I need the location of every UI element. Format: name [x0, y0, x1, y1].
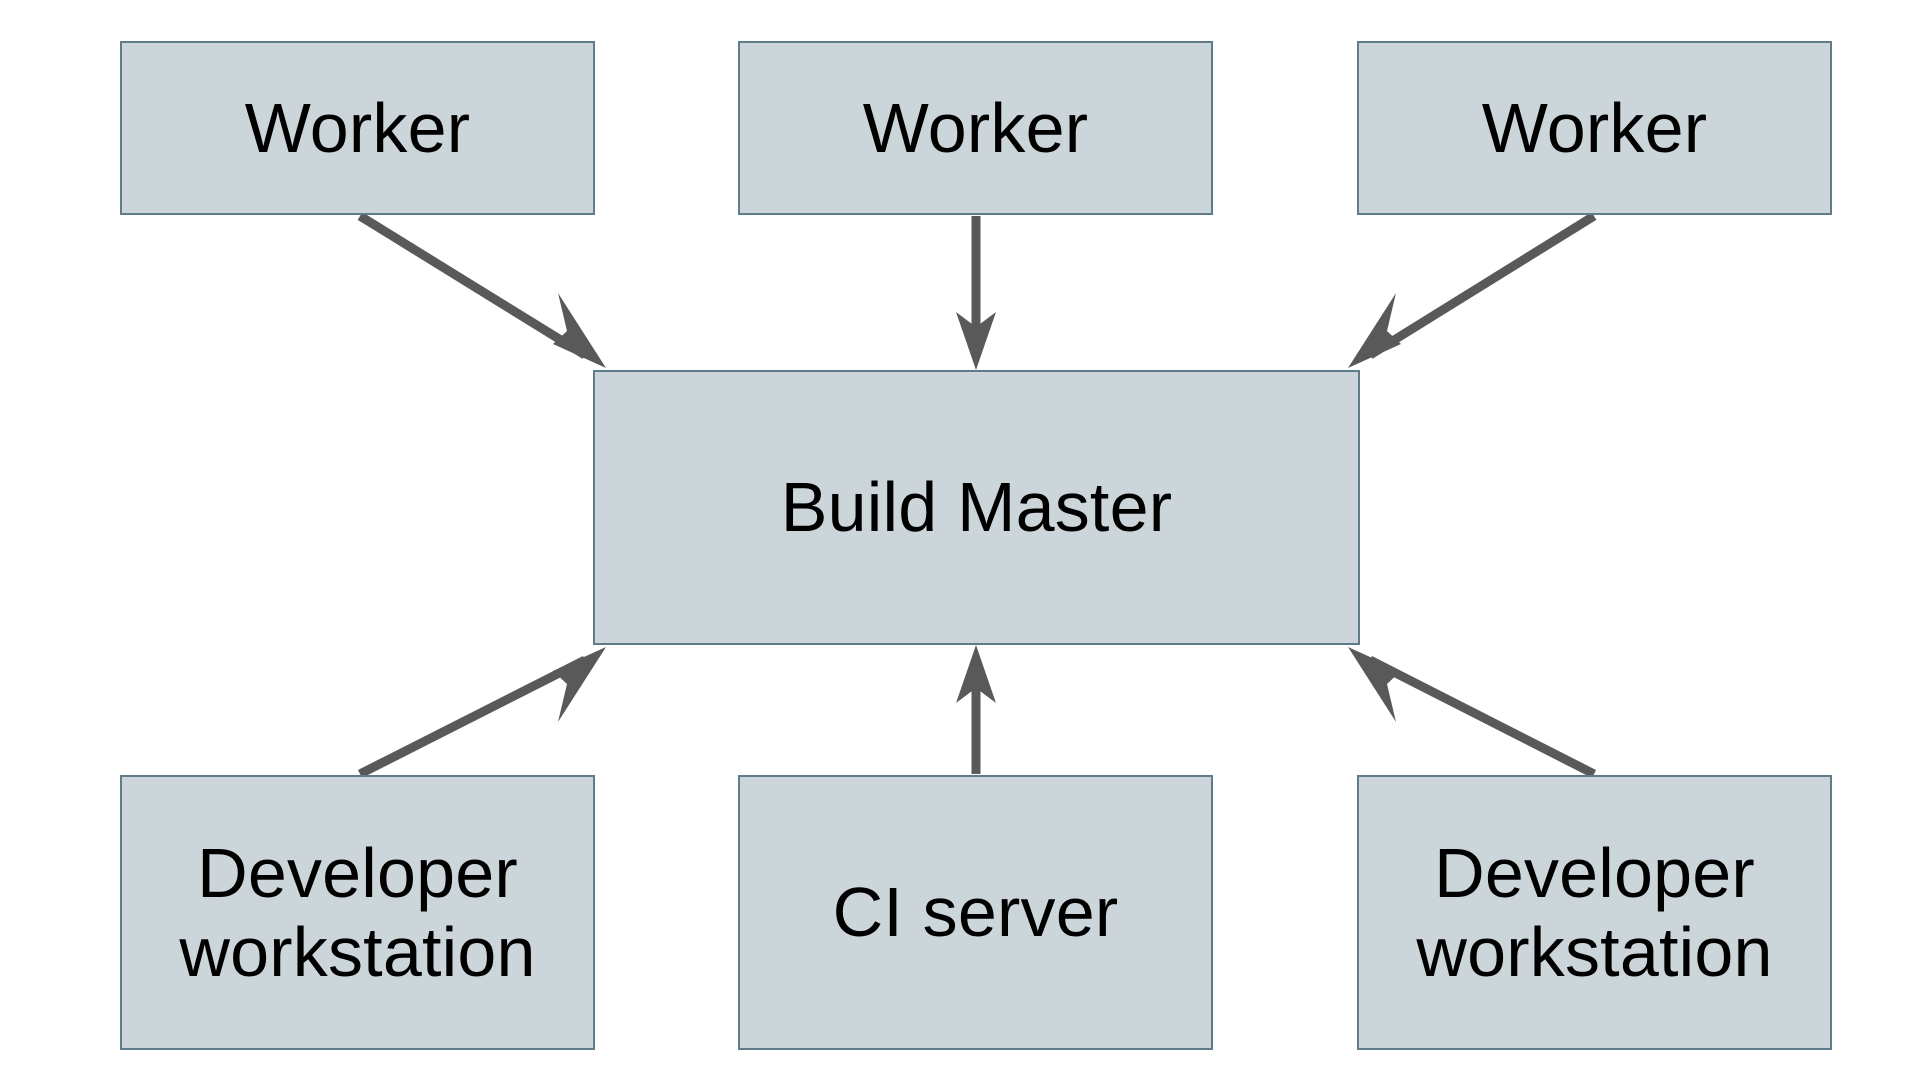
node-ci-server[interactable]: CI server: [738, 775, 1213, 1050]
node-ci-server-label: CI server: [832, 873, 1119, 952]
edge-worker-1-to-build-master: [357, 212, 606, 368]
node-worker-3-label: Worker: [1481, 88, 1708, 167]
node-dev-workstation-right[interactable]: Developer workstation: [1357, 775, 1832, 1050]
node-worker-2[interactable]: Worker: [738, 41, 1213, 215]
node-worker-3[interactable]: Worker: [1357, 41, 1832, 215]
edge-worker-2-to-build-master: [956, 216, 996, 370]
node-build-master-label: Build Master: [780, 468, 1173, 547]
node-worker-1[interactable]: Worker: [120, 41, 595, 215]
node-build-master[interactable]: Build Master: [593, 370, 1360, 645]
edge-ci-server-to-build-master: [956, 645, 996, 774]
node-worker-1-label: Worker: [244, 88, 471, 167]
node-worker-2-label: Worker: [862, 88, 1089, 167]
node-dev-workstation-right-label: Developer workstation: [1416, 834, 1773, 991]
edge-worker-3-to-build-master: [1348, 212, 1597, 368]
edge-dev-workstation-right-to-build-master: [1348, 647, 1597, 779]
edge-dev-workstation-left-to-build-master: [357, 647, 606, 779]
node-dev-workstation-left[interactable]: Developer workstation: [120, 775, 595, 1050]
node-dev-workstation-left-label: Developer workstation: [179, 834, 536, 991]
